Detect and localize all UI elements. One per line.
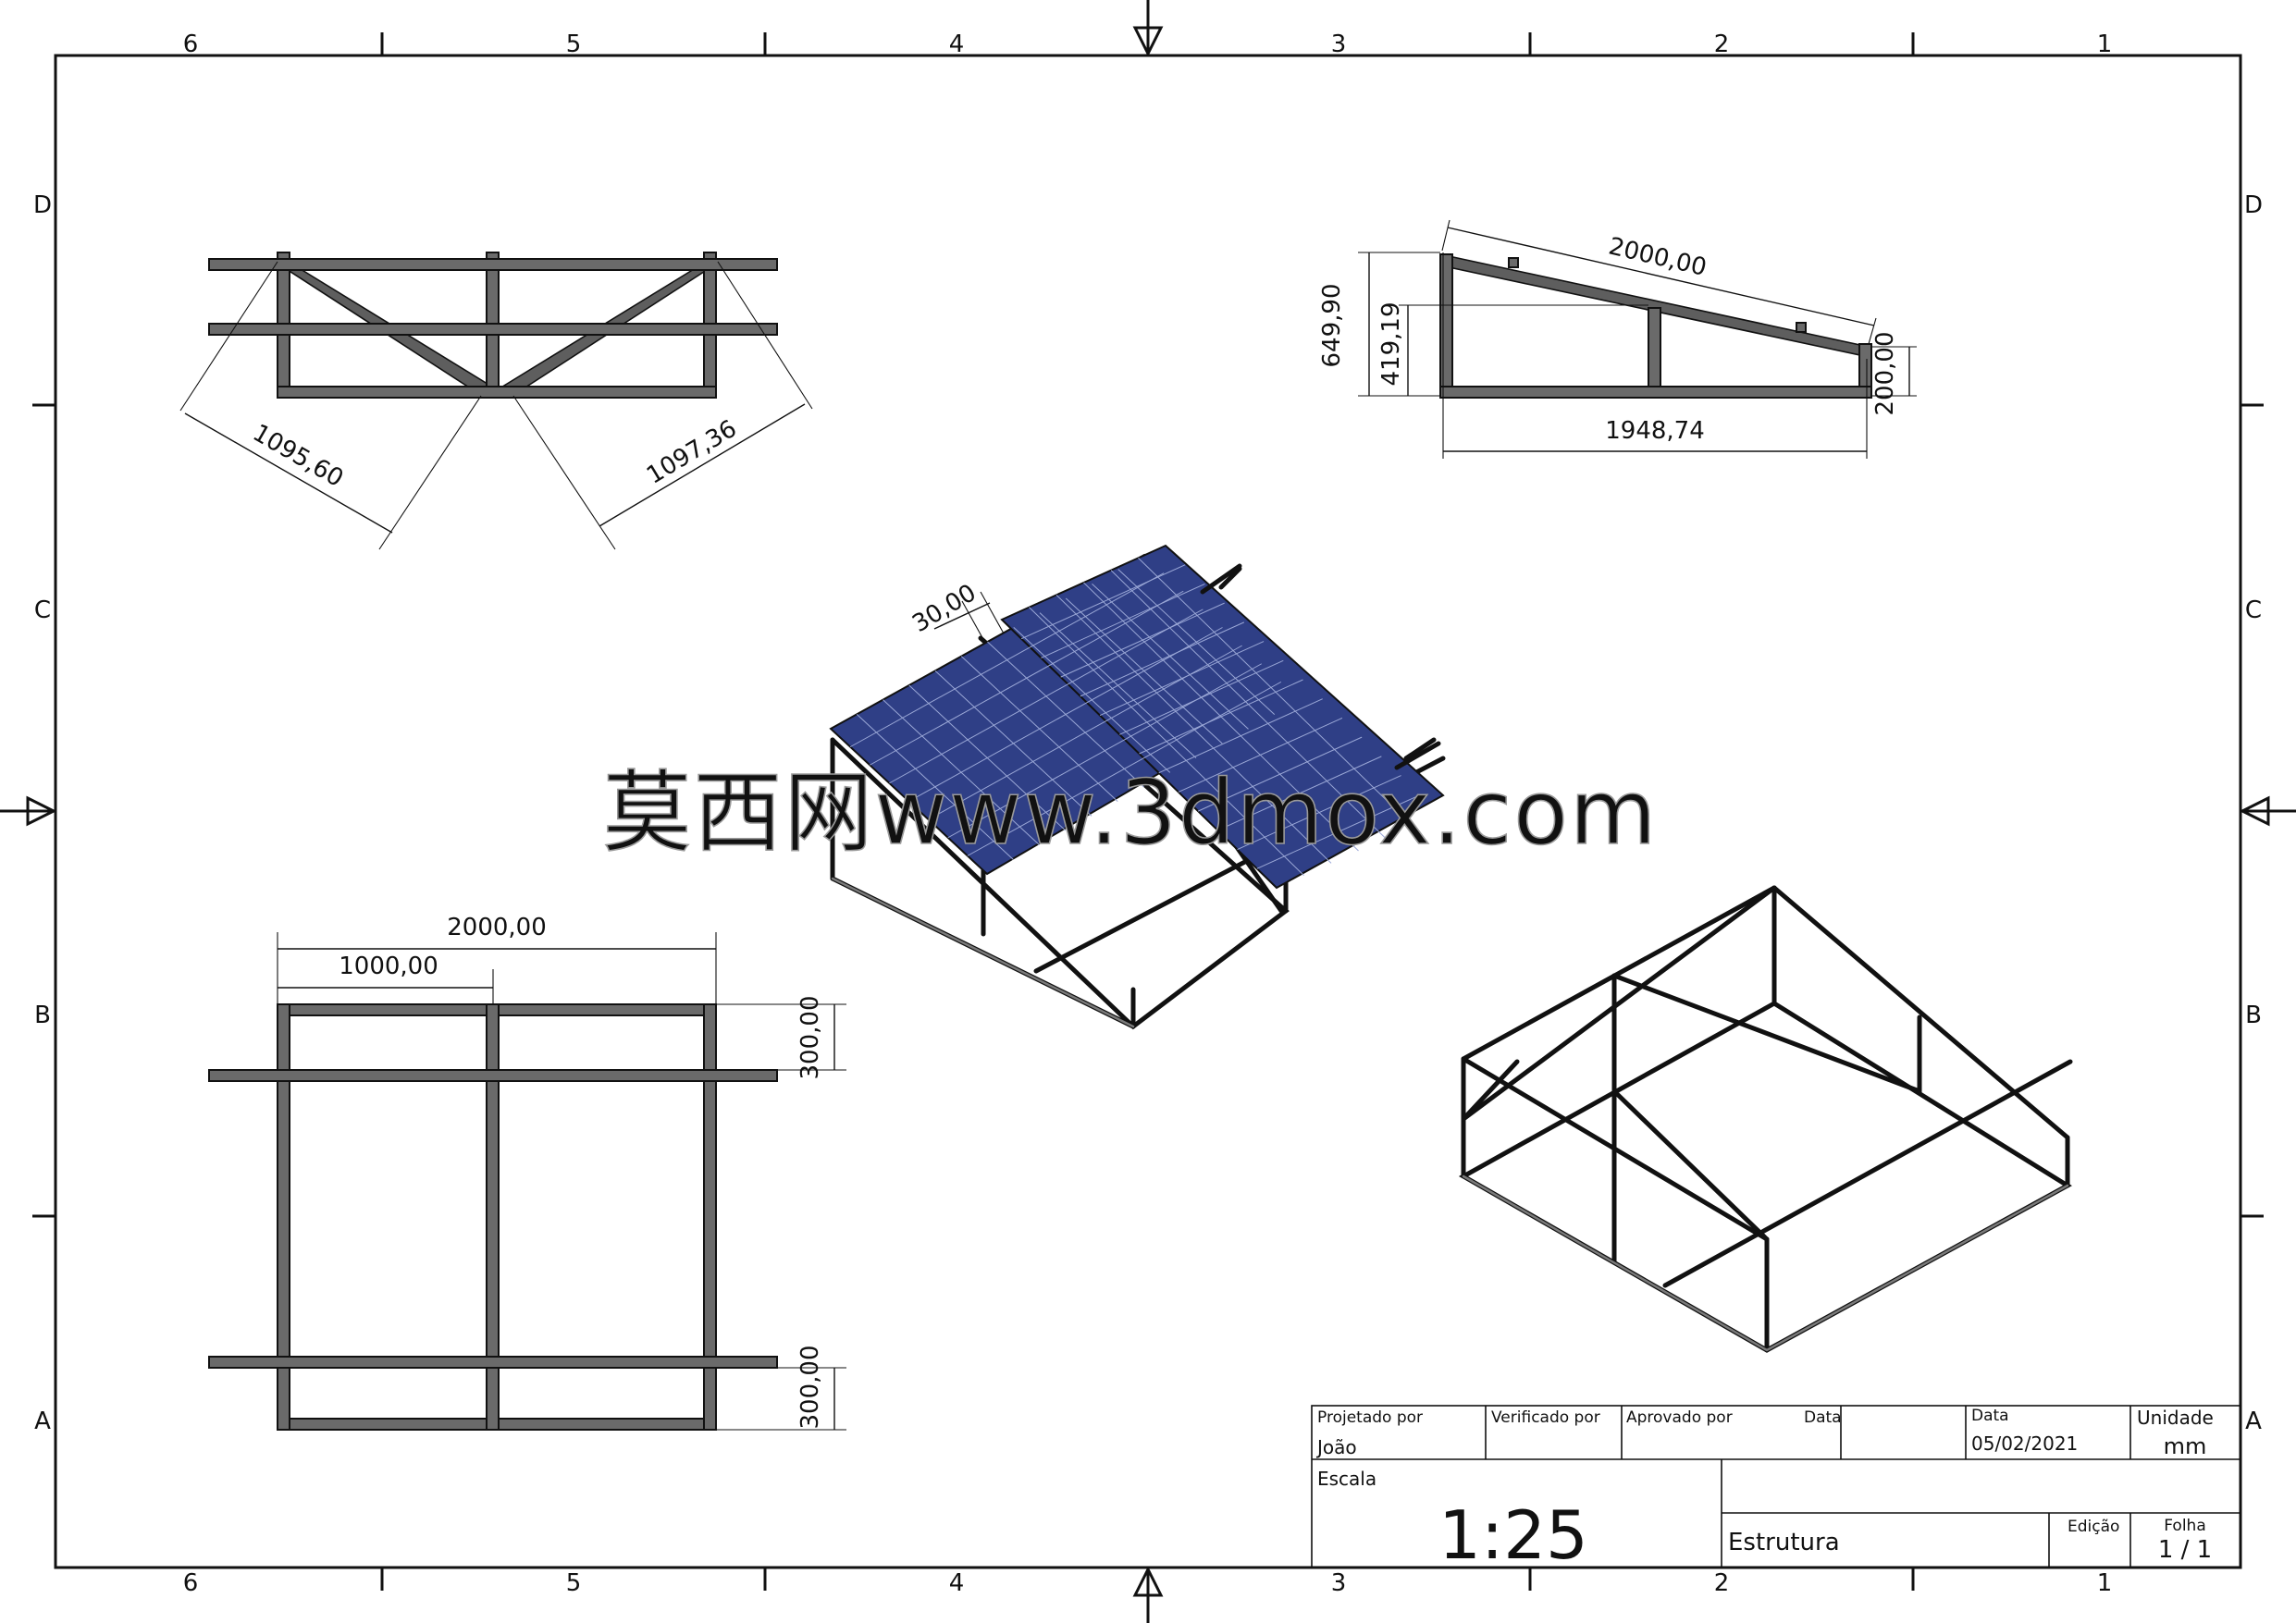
designed-by-value: João xyxy=(1315,1436,1357,1458)
center-arrow-right xyxy=(2239,795,2296,827)
dimension-label: 30,00 xyxy=(907,579,981,638)
edition-label: Edição xyxy=(2068,1518,2119,1536)
panel-cell-line xyxy=(1119,659,1284,735)
center-arrow-left xyxy=(0,795,57,827)
side-view: 2000,00 649,90 419,19 200,00 1948,74 xyxy=(1318,219,1917,459)
drawing-title: Estrutura xyxy=(1728,1529,1840,1556)
dimension-line xyxy=(1447,227,1875,326)
title-block: Projetado por João Verificado por Aprova… xyxy=(1311,1405,2241,1574)
panel-cell-line xyxy=(908,627,1223,802)
zone-row-label: C xyxy=(34,596,51,624)
panel-cell-line xyxy=(1080,621,1245,697)
zone-row-label: A xyxy=(2245,1408,2262,1435)
panel-cell-line xyxy=(1256,793,1421,869)
zone-col-label: 1 xyxy=(2097,31,2113,58)
checked-by-label: Verificado por xyxy=(1491,1408,1600,1427)
dimension-label: 200,00 xyxy=(1871,332,1899,416)
panel-cell-line xyxy=(947,663,1262,839)
zone-col-label: 6 xyxy=(183,31,199,58)
dimension-line xyxy=(599,403,806,527)
sheet-value: 1 / 1 xyxy=(2158,1536,2212,1564)
zone-row-label: D xyxy=(33,191,52,219)
panel-cell-line xyxy=(1217,756,1382,831)
panel-cell-line xyxy=(1060,602,1225,678)
panel-cell-line xyxy=(967,681,1282,856)
zone-labels: 6 5 4 3 2 1 6 5 4 3 2 1 D C B A D C B A xyxy=(33,31,2263,1597)
dimension-label: 1097,36 xyxy=(642,415,742,490)
designed-by-label: Projetado por xyxy=(1317,1408,1423,1427)
panel-cell-line xyxy=(849,572,1165,748)
zone-row-label: B xyxy=(34,1002,51,1029)
unit-label: Unidade xyxy=(2137,1407,2214,1429)
zone-col-label: 4 xyxy=(949,31,965,58)
unit-value: mm xyxy=(2164,1433,2207,1459)
sheet-label: Folha xyxy=(2164,1517,2206,1535)
zone-col-label: 2 xyxy=(1714,31,1730,58)
panel-cells xyxy=(849,557,1421,877)
zone-row-label: C xyxy=(2245,596,2262,624)
date-value: 05/02/2021 xyxy=(1971,1432,2078,1455)
approved-by-label: Aprovado por xyxy=(1626,1408,1733,1427)
dimension-label: 1000,00 xyxy=(339,953,438,980)
dimension-line xyxy=(184,412,393,534)
zone-row-label: B xyxy=(2245,1002,2262,1029)
panel-cell-line xyxy=(1099,641,1265,717)
panel-cell-line xyxy=(1158,698,1323,774)
center-arrow-top xyxy=(1132,0,1164,57)
top-view: 2000,00 1000,00 300,00 300,00 xyxy=(208,914,846,1431)
front-view: 1095,60 1097,36 xyxy=(179,252,813,550)
date-label: Data xyxy=(1971,1407,2009,1425)
zone-col-label: 4 xyxy=(949,1569,965,1597)
zone-col-label: 5 xyxy=(566,31,582,58)
dimension-label: 1095,60 xyxy=(248,419,348,493)
dimension-label: 300,00 xyxy=(796,996,824,1080)
dimension-label: 1948,74 xyxy=(1605,417,1705,445)
center-arrow-bottom xyxy=(1132,1566,1164,1623)
zone-col-label: 6 xyxy=(183,1569,199,1597)
dimension-label: 419,19 xyxy=(1377,302,1405,387)
zone-col-label: 5 xyxy=(566,1569,582,1597)
panel-cell-line xyxy=(1139,679,1303,755)
date-label: Data xyxy=(1804,1408,1842,1427)
zone-row-label: A xyxy=(34,1408,51,1435)
iso-frame-view xyxy=(1458,885,2073,1353)
zone-col-label: 1 xyxy=(2097,1569,2113,1597)
scale-label: Escala xyxy=(1317,1468,1376,1490)
panel-cell-line xyxy=(1178,717,1343,793)
dimension-line xyxy=(933,602,991,630)
panel-cell-line xyxy=(889,609,1204,784)
dimension-label: 2000,00 xyxy=(447,914,547,941)
zone-col-label: 3 xyxy=(1331,1569,1347,1597)
zone-row-label: D xyxy=(2244,191,2263,219)
panel-cell-line xyxy=(1041,583,1205,658)
dimension-label: 649,90 xyxy=(1318,284,1346,368)
panel-cell-line xyxy=(1021,564,1186,640)
panel-cell-line xyxy=(870,590,1184,766)
panel-cell-line xyxy=(1197,736,1363,812)
watermark-text: 莫西网www.3dmox.com xyxy=(603,761,1659,865)
dimension-label: 2000,00 xyxy=(1606,232,1710,281)
zone-col-label: 3 xyxy=(1331,31,1347,58)
panel-cell-line xyxy=(1237,775,1401,851)
dimension-label: 300,00 xyxy=(796,1346,824,1430)
zone-ticks xyxy=(32,32,2264,1591)
scale-value: 1:25 xyxy=(1438,1496,1588,1574)
zone-col-label: 2 xyxy=(1714,1569,1730,1597)
